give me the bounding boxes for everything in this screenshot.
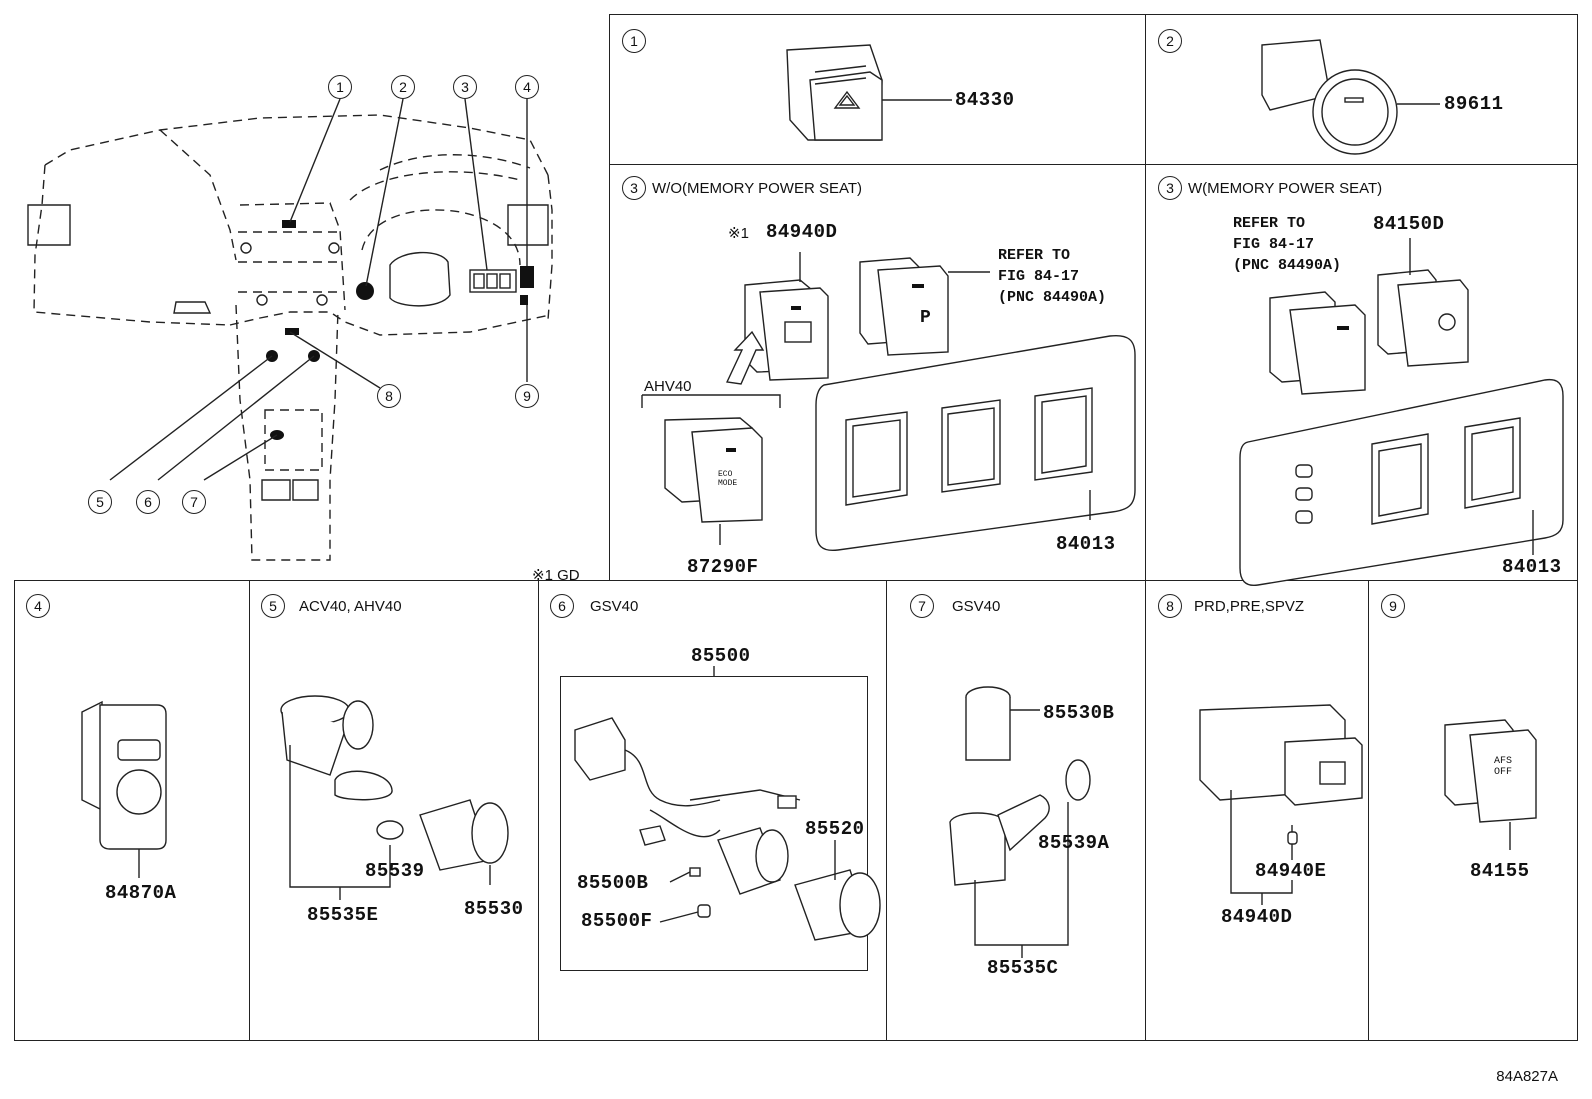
part-85500: 85500 (691, 645, 751, 667)
part-85535E: 85535E (307, 904, 379, 926)
panel-9 (1368, 580, 1578, 1041)
panel-6-title: GSV40 (590, 598, 639, 615)
part-89611: 89611 (1444, 93, 1504, 115)
panel-3a-frame-bottom (14, 580, 610, 581)
part-87290F: 87290F (687, 556, 759, 578)
part-85520: 85520 (805, 818, 865, 840)
part-84150D: 84150D (1373, 213, 1445, 235)
callout-8: 8 (377, 384, 401, 408)
callout-4: 4 (515, 75, 539, 99)
panel-8-number: 8 (1158, 594, 1182, 618)
callout-9: 9 (515, 384, 539, 408)
panel-9-number: 9 (1381, 594, 1405, 618)
panel-5-title: ACV40, AHV40 (299, 598, 402, 615)
part-85539: 85539 (365, 860, 425, 882)
callout-3: 3 (453, 75, 477, 99)
afs-off-switch-illustration (1444, 719, 1537, 850)
part-85535C: 85535C (987, 957, 1059, 979)
panel-8-title: PRD,PRE,SPVZ (1194, 598, 1305, 615)
hazard-switch-illustration (786, 44, 952, 141)
part-85500B: 85500B (577, 872, 649, 894)
panel-6-number: 6 (550, 594, 574, 618)
push-start-switch-illustration (1261, 39, 1440, 155)
panel-7-title: GSV40 (952, 598, 1001, 615)
callout-6: 6 (136, 490, 160, 514)
callout-5: 5 (88, 490, 112, 514)
callout-7: 7 (182, 490, 206, 514)
figure-code: 84A827A (1496, 1068, 1558, 1085)
part-84940D-prd: 84940D (1221, 906, 1293, 928)
panel-7-number: 7 (910, 594, 934, 618)
mirror-switch-illustration (81, 700, 167, 878)
panel-3a-title: W/O(MEMORY POWER SEAT) (652, 180, 863, 197)
panel-3b-number: 3 (1158, 176, 1182, 200)
panel-6-inner-box (560, 676, 868, 971)
panel-5-number: 5 (261, 594, 285, 618)
part-84013-a: 84013 (1056, 533, 1116, 555)
part-84940D: 84940D (766, 221, 838, 243)
refer-fig-84-17-a: REFER TO FIG 84-17 (PNC 84490A) (998, 247, 1107, 306)
part-84330: 84330 (955, 89, 1015, 111)
callout-2: 2 (391, 75, 415, 99)
eco-mode-icon: ECO MODE (718, 470, 738, 488)
afs-off-icon: AFS OFF (1494, 756, 1513, 778)
part-85530: 85530 (464, 898, 524, 920)
part-85539A: 85539A (1038, 832, 1110, 854)
switch-panel-w-memory-illustration (1239, 238, 1564, 587)
panel-4-number: 4 (26, 594, 50, 618)
part-85500F: 85500F (581, 910, 653, 932)
part-85530B: 85530B (1043, 702, 1115, 724)
parking-sensor-icon: P (920, 308, 931, 328)
part-84155: 84155 (1470, 860, 1530, 882)
panel-3b-title: W(MEMORY POWER SEAT) (1188, 180, 1383, 197)
footnote-gd: ※1 GD (532, 567, 580, 584)
variant-ahv40: AHV40 (644, 378, 692, 395)
dashboard-illustration (27, 98, 553, 561)
panel-1-number: 1 (622, 29, 646, 53)
panel-3a-number: 3 (622, 176, 646, 200)
part-84870A: 84870A (105, 882, 177, 904)
gd-mark: ※1 (728, 225, 749, 242)
cigarette-lighter-gsv40-illustration (574, 666, 881, 941)
part-84013-b: 84013 (1502, 556, 1562, 578)
panel-2-number: 2 (1158, 29, 1182, 53)
part-84940E: 84940E (1255, 860, 1327, 882)
power-outlet-gsv40-illustration (949, 686, 1091, 958)
switch-panel-wo-memory-illustration (641, 252, 1136, 552)
callout-1: 1 (328, 75, 352, 99)
switch-prd-illustration (1199, 704, 1363, 905)
power-outlet-acv40-illustration (280, 695, 509, 900)
refer-fig-84-17-b: REFER TO FIG 84-17 (PNC 84490A) (1233, 215, 1342, 274)
